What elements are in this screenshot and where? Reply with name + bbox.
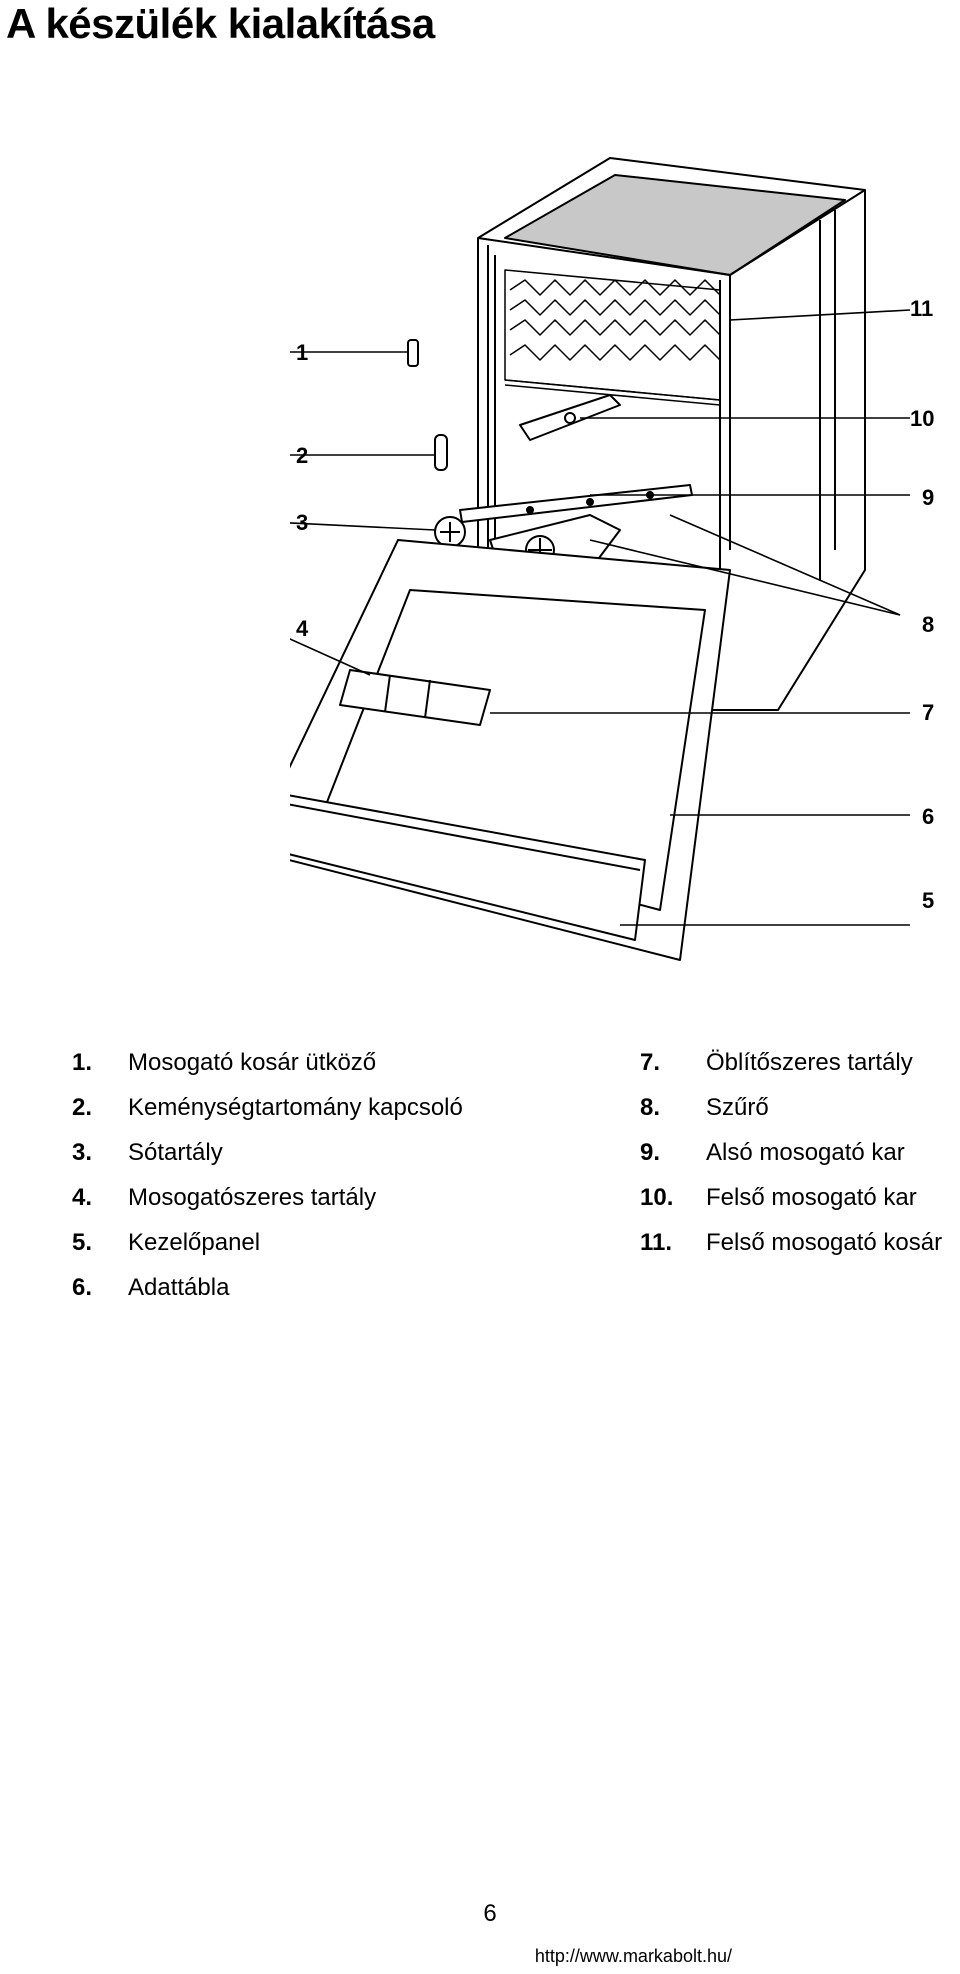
callout-5: 5: [922, 888, 935, 913]
callout-11: 11: [910, 296, 934, 321]
legend-number: 10.: [640, 1183, 674, 1211]
callout-9: 9: [922, 485, 935, 510]
footer-url[interactable]: http://www.markabolt.hu/: [534, 1946, 732, 1966]
legend-item: 6. Adattábla: [72, 1265, 463, 1310]
legend-label: Sótartály: [128, 1138, 223, 1166]
door: [290, 539, 731, 961]
legend-right: 7. Öblítőszeres tartály 8. Szűrő 9. Alsó mo…: [640, 1040, 942, 1265]
legend-number: 7.: [640, 1048, 661, 1076]
legend-item: 2. Keménységtartomány kapcsoló: [72, 1085, 463, 1130]
legend-number: 2.: [72, 1093, 93, 1121]
dishwasher-diagram: [290, 157, 911, 961]
callout-10: 10: [910, 406, 935, 431]
legend-label: Felső mosogató kar: [706, 1183, 917, 1211]
upper-spray-arm: [519, 394, 621, 441]
legend-number: 5.: [72, 1228, 93, 1256]
legend-number: 1.: [72, 1048, 93, 1076]
legend-number: 8.: [640, 1093, 661, 1121]
hardness-dial: [434, 434, 448, 471]
callout-2: 2: [296, 443, 309, 468]
legend-number: 9.: [640, 1138, 661, 1166]
legend-label: Szűrő: [706, 1093, 769, 1121]
legend-item: 5. Kezelőpanel: [72, 1220, 463, 1265]
legend-number: 4.: [72, 1183, 93, 1211]
legend-number: 3.: [72, 1138, 93, 1166]
callout-1: 1: [296, 340, 309, 365]
legend-item: 10. Felső mosogató kar: [640, 1175, 942, 1220]
legend-item: 7. Öblítőszeres tartály: [640, 1040, 942, 1085]
legend-label: Öblítőszeres tartály: [706, 1048, 913, 1076]
basket-stop: [407, 339, 419, 367]
legend-label: Mosogatószeres tartály: [128, 1183, 377, 1211]
legend-item: 11. Felső mosogató kosár: [640, 1220, 942, 1265]
upper-basket: [504, 269, 721, 406]
legend-item: 3. Sótartály: [72, 1130, 463, 1175]
callout-7: 7: [922, 700, 935, 725]
page-number: 6: [483, 1900, 497, 1927]
legend-item: 8. Szűrő: [640, 1085, 942, 1130]
legend-number: 11.: [640, 1228, 673, 1256]
legend-label: Adattábla: [128, 1273, 230, 1301]
callout-8: 8: [922, 612, 935, 637]
callout-6: 6: [922, 804, 935, 829]
callout-4: 4: [296, 616, 309, 641]
legend-left: 1. Mosogató kosár ütköző 2. Keménységtarto…: [72, 1040, 463, 1310]
legend-item: 1. Mosogató kosár ütköző: [72, 1040, 463, 1085]
legend-label: Felső mosogató kosár: [706, 1228, 943, 1256]
salt-container: [434, 516, 466, 548]
legend-item: 4. Mosogatószeres tartály: [72, 1175, 463, 1220]
legend-label: Mosogató kosár ütköző: [128, 1048, 377, 1076]
callout-lines: [290, 309, 911, 926]
legend-label: Kezelőpanel: [128, 1228, 261, 1256]
legend-number: 6.: [72, 1273, 93, 1301]
legend-item: 9. Alsó mosogató kar: [640, 1130, 942, 1175]
legend-label: Keménységtartomány kapcsoló: [128, 1093, 463, 1121]
page-title: A készülék kialakítása: [6, 0, 435, 47]
legend-label: Alsó mosogató kar: [706, 1138, 905, 1166]
callout-3: 3: [296, 510, 309, 535]
